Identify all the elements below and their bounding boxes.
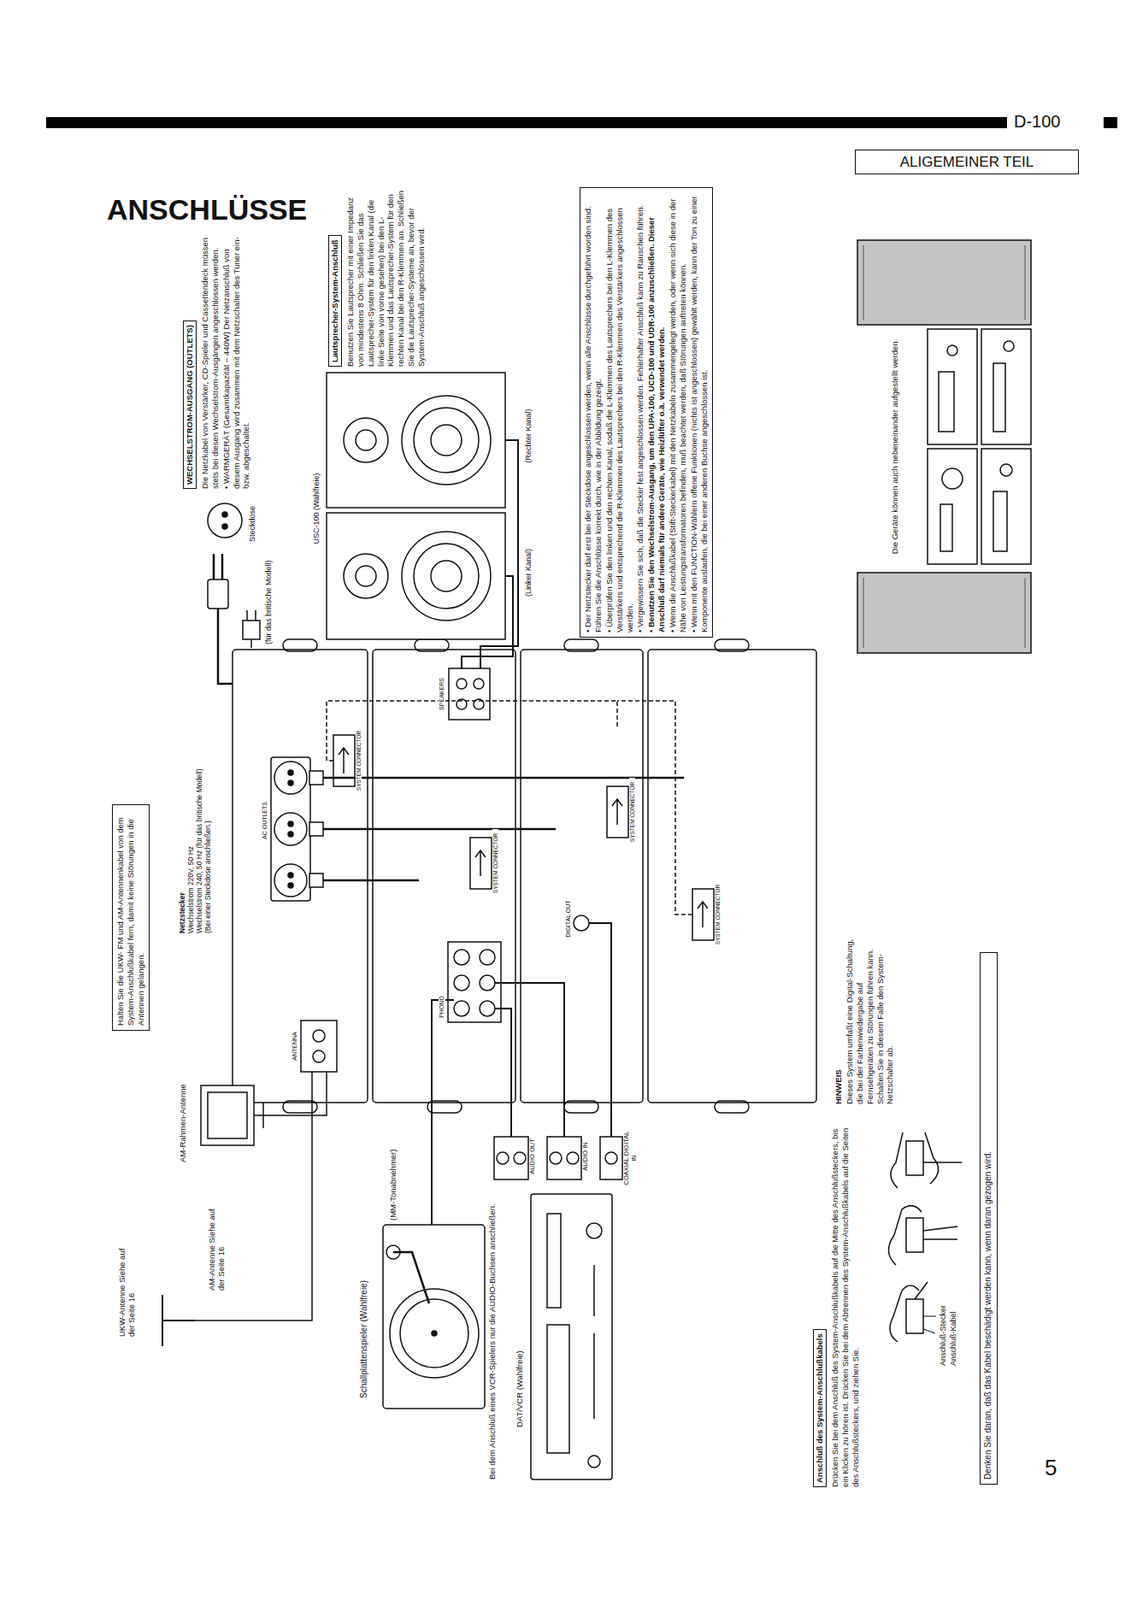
- text-label: AC OUTLETS: [261, 773, 269, 868]
- text-label: (Rechter Kanal): [524, 380, 533, 492]
- text-label: SYSTEM CONNECTOR: [355, 726, 362, 796]
- text-label: Steckdose: [247, 487, 257, 542]
- note-block: Lautsprecher-System-AnschlußBenutzen Sie…: [326, 182, 431, 370]
- text-label: DAT/VCR (Wahlfreie): [515, 1307, 525, 1428]
- text-label: Schallplattenspieler (Wahlfreie): [359, 1219, 370, 1399]
- text-label: Netzstecker: [178, 714, 188, 934]
- text-label: (Bei einer Steckdose anschließen.): [204, 714, 213, 934]
- text-label: Bei dem Anschluß eines VCR-Spielers nur …: [488, 1197, 498, 1480]
- text-label: PHONO: [438, 988, 446, 1026]
- box-text: • WARMGERÄT (Gesamtkapazität – 440W) Der…: [221, 235, 253, 489]
- box-text: • Überprüfen Sie den linken und den rech…: [604, 192, 636, 633]
- box-text: • Der Netzstecker darf erst bei der Stec…: [583, 192, 604, 633]
- text-label: AUDIO IN: [582, 1126, 590, 1187]
- text-label: (Linker Kanal): [524, 517, 533, 629]
- text-label: AM-Antenne Siehe auf der Seite 16: [207, 1205, 227, 1291]
- box-heading: HINWEIS: [833, 934, 844, 1105]
- text-label: Anschluß-Stecker: [938, 1272, 948, 1367]
- box-heading: WECHSELSTROM-AUSGANG (OUTLETS): [182, 320, 197, 489]
- text-label: SPEAKERS: [438, 661, 446, 727]
- text-label: (für das britische Modell): [264, 543, 273, 645]
- box-heading: Lautsprecher-System-Anschluß: [328, 235, 342, 367]
- text-label: SYSTEM CONNECTOR: [629, 777, 636, 847]
- rotated-sheet: Halten Sie die UKW- FM und AM-Antennenka…: [94, 170, 1035, 1591]
- text-label: SYSTEM CONNECTOR: [714, 880, 721, 949]
- text-label: SYSTEM CONNECTOR: [492, 829, 499, 898]
- note-block: WECHSELSTROM-AUSGANG (OUTLETS)Die Netzka…: [181, 233, 255, 492]
- text-label: COAXIAL DIGITAL IN: [623, 1130, 638, 1187]
- box-text: Denken Sie daran, daß das Kabel beschädi…: [983, 957, 995, 1480]
- text-label: AM-Rahmen-Antenne: [178, 1060, 189, 1163]
- text-label: Die Geräte können auch nebeneinander auf…: [890, 329, 901, 565]
- text-label: D-100: [1013, 111, 1103, 132]
- box-text: ALIGEMEINER TEIL: [860, 153, 1074, 171]
- text-label: 5: [1044, 1455, 1071, 1482]
- text-label: Wechselstrom 220V, 50 Hz: [187, 714, 196, 934]
- box-text: Drücken Sie bei dem Anschluß des System-…: [830, 1118, 861, 1488]
- text-label: UKW-Antenne Siehe auf der Seite 16: [117, 1238, 137, 1338]
- text-label: (MM-Tonabnehmer): [388, 1118, 399, 1221]
- text-label: USC-100 (Wahlfreie): [312, 444, 321, 573]
- note-box: Halten Sie die UKW- FM und AM-Antennenka…: [111, 804, 150, 1031]
- box-heading: Anschluß des System-Anschlußkabels: [812, 1329, 827, 1488]
- box-text: Die Netzkabel von Verstärker, CD-Spieler…: [200, 235, 221, 489]
- note-box: • Der Netzstecker darf erst bei der Stec…: [579, 187, 713, 638]
- box-text: Benutzen Sie Lautsprecher mit einer Impe…: [345, 184, 427, 367]
- page-title: ANSCHLÜSSE: [106, 193, 307, 227]
- box-text: • Benutzen Sie den Wechselstrom-Ausgang,…: [646, 192, 667, 633]
- box-text: • Wenn mit den FUNCTION-Wählern offene F…: [689, 192, 710, 633]
- text-label: AUDIO OUT: [529, 1126, 537, 1187]
- text-label: ANTENNA: [291, 1013, 299, 1079]
- text-label: Anschluß-Kabel: [948, 1272, 958, 1367]
- note-block: Anschluß des System-AnschlußkabelsDrücke…: [811, 1115, 865, 1491]
- box-text: • Wenn die Anschlußkabel (Stift-Steckerk…: [667, 192, 689, 633]
- note-block: HINWEISDieses System umfaßt eine Digital…: [831, 931, 899, 1108]
- box-text: Dieses System umfaßt eine Digital-Schalt…: [844, 934, 896, 1105]
- note-box: Denken Sie daran, daß das Kabel beschädi…: [979, 952, 998, 1485]
- box-text: Halten Sie die UKW- FM und AM-Antennenka…: [115, 809, 147, 1026]
- text-label: Wechselstrom 240, 50 Hz (für das britisc…: [195, 714, 205, 934]
- box-text: • Vergewissern Sie sich, daß die Stecker…: [635, 192, 646, 633]
- text-label: DIGITAL OUT: [565, 889, 572, 949]
- note-box: ALIGEMEINER TEIL: [854, 149, 1079, 175]
